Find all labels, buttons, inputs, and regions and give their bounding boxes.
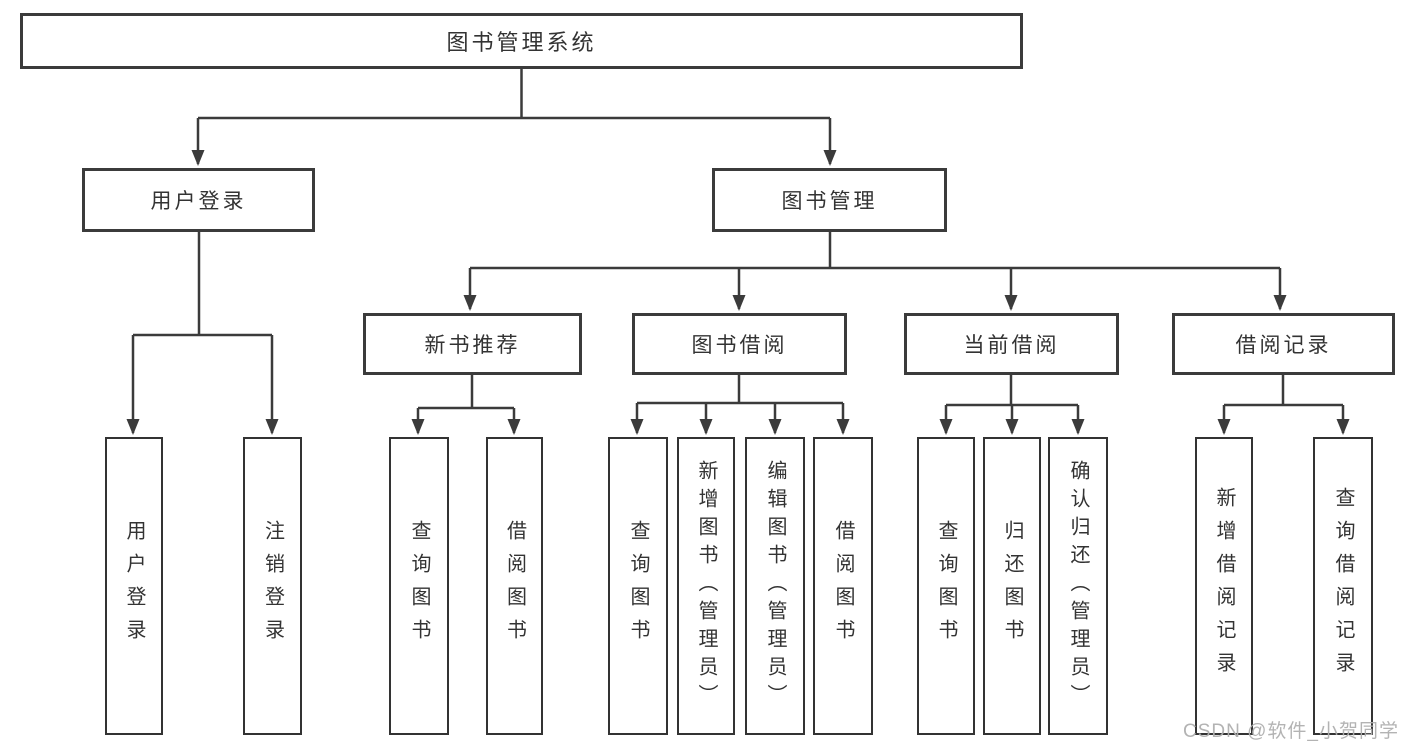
node-bb-add-book-admin: 新增图书（管理员） [677,437,735,735]
node-cb-query-books: 查询图书 [917,437,975,735]
node-book-borrow: 图书借阅 [632,313,847,375]
node-nbr-borrow-books-label: 借阅图书 [503,520,526,652]
node-bb-borrow-books: 借阅图书 [813,437,873,735]
node-cb-confirm-return-admin: 确认归还（管理员） [1048,437,1108,735]
node-br-add-record: 新增借阅记录 [1195,437,1253,735]
node-br-query-record-label: 查询借阅记录 [1332,487,1354,685]
watermark: CSDN @软件_小贺同学 [1183,721,1399,742]
node-bb-edit-book-admin: 编辑图书（管理员） [745,437,805,735]
node-logout: 注销登录 [243,437,302,735]
node-root: 图书管理系统 [20,13,1023,69]
node-bb-edit-book-admin-label: 编辑图书（管理员） [764,460,786,712]
node-nbr-borrow-books: 借阅图书 [486,437,543,735]
node-bb-borrow-books-label: 借阅图书 [832,520,854,652]
node-nbr-query-books: 查询图书 [389,437,449,735]
node-cb-return-books: 归还图书 [983,437,1041,735]
node-login: 用户登录 [105,437,163,735]
node-logout-label: 注销登录 [261,520,284,652]
node-book-management: 图书管理 [712,168,947,232]
node-cb-query-books-label: 查询图书 [935,520,957,652]
node-bb-query-books-label: 查询图书 [627,520,649,652]
node-br-query-record: 查询借阅记录 [1313,437,1373,735]
node-user-login: 用户登录 [82,168,315,232]
node-new-book-recommend: 新书推荐 [363,313,582,375]
node-cb-return-books-label: 归还图书 [1001,520,1023,652]
node-nbr-query-books-label: 查询图书 [408,520,430,652]
node-bb-query-books: 查询图书 [608,437,668,735]
node-borrow-record: 借阅记录 [1172,313,1395,375]
node-cb-confirm-return-admin-label: 确认归还（管理员） [1067,460,1089,712]
node-br-add-record-label: 新增借阅记录 [1213,487,1235,685]
node-bb-add-book-admin-label: 新增图书（管理员） [695,460,717,712]
node-current-borrow: 当前借阅 [904,313,1119,375]
node-login-label: 用户登录 [123,520,145,652]
